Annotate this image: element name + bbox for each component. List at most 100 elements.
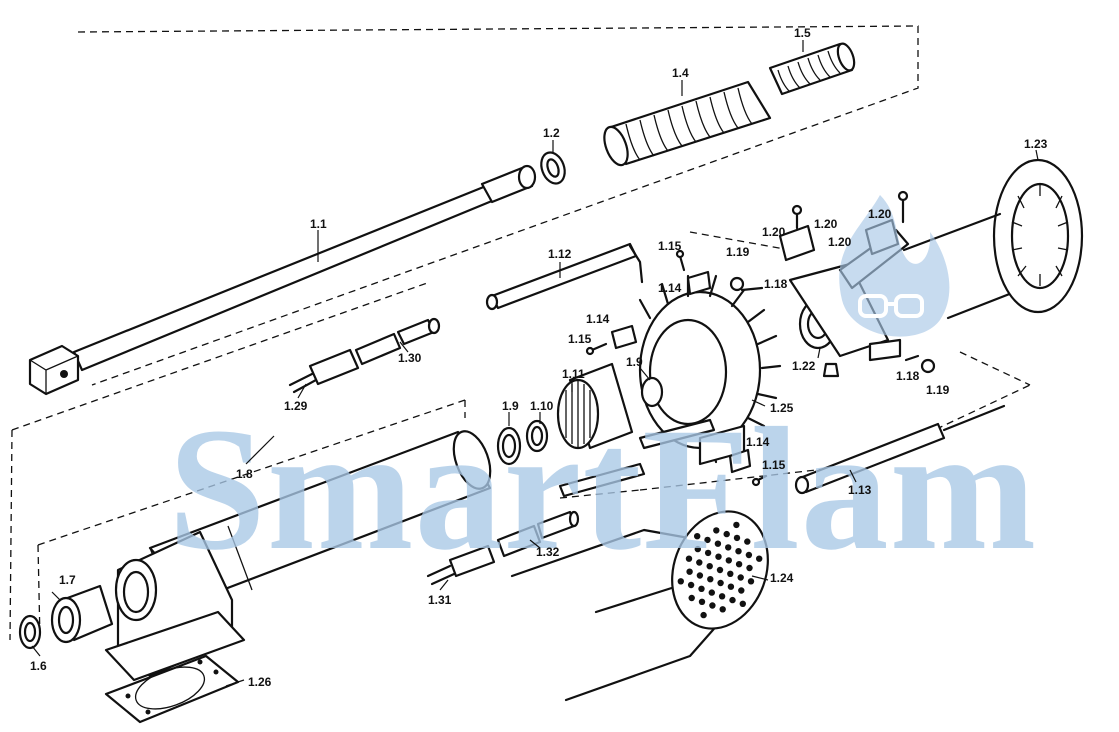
part-labels: 1.1 1.2 1.4 1.5 1.6 1.7 1.8 1.9 1.9 1.10… [30,26,1048,689]
label-1-10: 1.10 [530,399,554,413]
perforation-hole [747,578,755,585]
label-1-26: 1.26 [248,675,272,689]
perforation-hole [735,561,743,568]
perforation-hole [694,545,701,553]
label-1-32: 1.32 [536,545,560,559]
perforation-hole [677,578,684,585]
label-1-20b: 1.20 [814,217,838,231]
label-1-15a: 1.15 [568,332,592,346]
perforation-hole [698,598,706,605]
fastener-1-18-screw [740,286,920,362]
perforation-hole [715,553,722,560]
perforation-hole [735,548,742,555]
label-1-14c: 1.14 [746,435,770,449]
part-1-25-deflector [558,274,782,498]
perforation-hole [706,563,713,570]
part-1-31-connector [426,544,496,586]
perforation-hole [727,570,734,577]
part-1-32-connector [496,510,580,558]
perforation-hole [733,534,741,542]
part-1-7-sleeve [50,584,114,644]
perforation-hole [687,581,695,589]
perforation-hole [737,574,744,581]
perforation-hole [688,594,695,602]
label-1-1: 1.1 [310,217,327,231]
perforation-hole [729,596,736,604]
perforation-hole [707,576,714,583]
perforation-hole [725,544,732,551]
label-1-2: 1.2 [543,126,560,140]
part-1-24-perforated-plate [510,510,769,702]
perforation-hole [719,606,726,613]
label-1-15b: 1.15 [658,239,682,253]
label-1-12: 1.12 [548,247,572,261]
label-1-9a: 1.9 [502,399,519,413]
perforation-hole [694,533,701,540]
part-1-8-outer-tube [148,430,492,605]
part-1-2-washer [540,151,566,185]
part-1-13-rod [794,404,1006,495]
label-1-22: 1.22 [792,359,816,373]
perforation-hole [745,551,753,559]
part-1-9-ring [496,426,522,466]
label-1-30: 1.30 [398,351,422,365]
perforation-hole [714,540,722,547]
part-1-10-ring [525,419,549,453]
label-1-25: 1.25 [770,401,794,415]
label-1-4: 1.4 [672,66,689,80]
perforation-hole [700,611,707,619]
label-1-14b: 1.14 [658,281,682,295]
perforation-hole [713,527,720,534]
perforation-hole [744,538,751,545]
label-1-18a: 1.18 [764,277,788,291]
label-1-31: 1.31 [428,593,452,607]
perforation-hole [733,521,740,529]
perforation-hole [685,555,693,562]
label-1-20d: 1.20 [828,235,852,249]
part-1-4-bellows [603,80,772,167]
part-1-6-ring [18,614,42,650]
label-1-19b: 1.19 [926,383,950,397]
label-1-24: 1.24 [770,571,794,585]
label-1-19a: 1.19 [726,245,750,259]
perforation-hole [696,559,703,566]
perforation-hole [738,587,745,594]
perforation-hole [704,549,712,557]
label-1-29: 1.29 [284,399,308,413]
label-1-7: 1.7 [59,573,76,587]
part-1-30-connector [288,317,441,394]
label-1-11: 1.11 [562,367,585,381]
label-1-15c: 1.15 [762,458,786,472]
label-1-23: 1.23 [1024,137,1048,151]
part-1-5-spring [768,42,856,96]
perforation-hole [723,530,730,538]
label-1-13: 1.13 [848,483,872,497]
part-1-26-elbow-housing [104,530,246,724]
fastener-1-14-clip [610,270,752,474]
part-1-11-swirler [556,362,634,450]
label-1-14a: 1.14 [586,312,610,326]
label-1-9b: 1.9 [626,355,643,369]
label-1-20c: 1.20 [868,207,892,221]
watermark-text: SmartFlam [168,392,1037,587]
leader-lines [31,40,1039,687]
part-1-12-rod [485,242,644,311]
perforation-hole [709,602,716,609]
fastener-1-15-screw [585,249,768,487]
perforation-hole [718,593,726,600]
label-1-6: 1.6 [30,659,47,673]
perforation-hole [717,579,724,587]
perforation-hole [698,585,705,592]
perforation-hole [756,555,763,562]
fastener-1-19-nut [729,276,936,378]
perforation-hole [716,566,724,574]
label-1-8: 1.8 [236,467,253,481]
watermark: SmartFlam [168,195,1037,587]
perforation-hole [725,557,732,564]
perforation-hole [727,583,735,590]
label-1-20a: 1.20 [762,225,786,239]
part-1-1-tube [28,164,537,396]
perforation-hole [739,600,746,607]
perforation-hole [704,536,711,544]
